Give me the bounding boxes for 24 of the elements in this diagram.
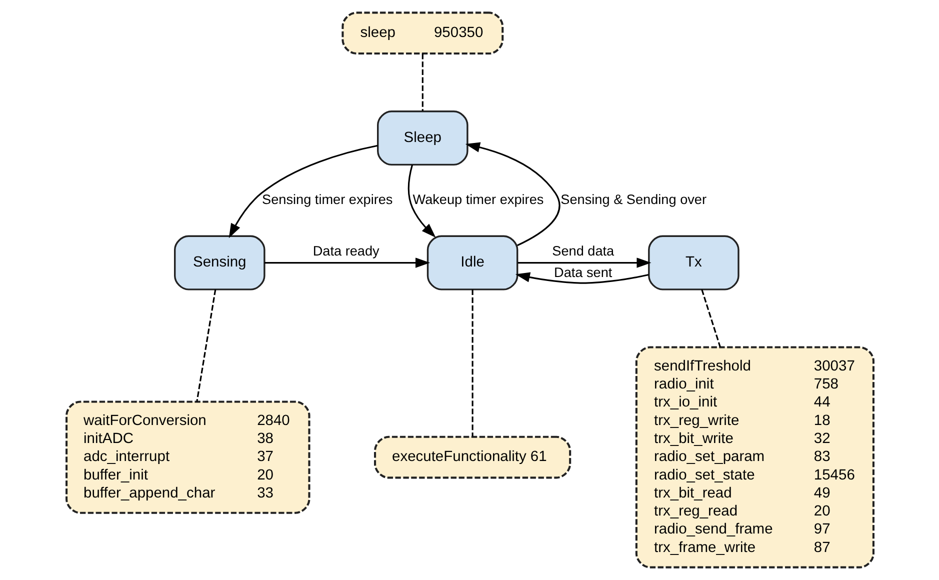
connector	[700, 289, 720, 348]
node-box: sleep 950350	[341, 12, 504, 55]
connector	[196, 289, 216, 402]
edge-label: Data ready	[312, 244, 379, 259]
arrow	[264, 258, 430, 268]
arrow	[517, 258, 651, 268]
edge-label: Send data	[552, 244, 614, 259]
edge-label: Sensing timer expires	[262, 192, 392, 207]
node-box: Sensing	[174, 235, 265, 290]
node-box: Sleep	[376, 110, 468, 166]
arrow	[464, 142, 560, 246]
edge-label: Sensing & Sending over	[560, 192, 706, 207]
connector	[471, 289, 473, 436]
node-box: Tx	[648, 235, 739, 290]
node-box: sendIfTreshold 30037 radio_init 758 trx_io_init 44 trx_reg_write 18 trx_bit_write 32 radio_set_param 83 radio_set_state 15456 trx_bit_read 49 trx_reg_read 20 radio_send_frame 97 trx_frame_write 87	[634, 346, 874, 568]
edge-label: Wakeup timer expires	[412, 192, 544, 207]
arrow	[514, 272, 648, 284]
connector	[421, 54, 423, 112]
arrow	[228, 144, 378, 238]
node-box: executeFunctionality 61	[374, 436, 571, 479]
edge-label: Data sent	[554, 265, 612, 280]
node-box: Idle	[426, 235, 518, 290]
node-box: waitForConversion 2840 initADC 38 adc_interrupt 37 buffer_init 20 buffer_append_char 33	[65, 400, 310, 514]
arrow	[407, 164, 436, 238]
